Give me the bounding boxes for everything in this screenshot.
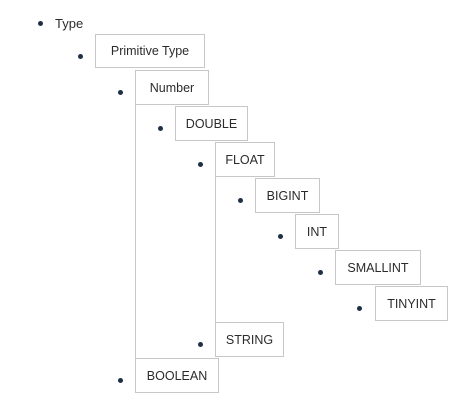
bullet-tinyint [357, 306, 362, 311]
node-tinyint: TINYINT [375, 286, 448, 321]
node-smallint: SMALLINT [335, 250, 421, 285]
node-primitive-type: Primitive Type [95, 34, 205, 68]
number-to-boolean-connector [135, 104, 136, 358]
node-string: STRING [215, 322, 284, 357]
node-number: Number [135, 70, 209, 105]
node-float: FLOAT [215, 142, 275, 177]
bullet-boolean [118, 378, 123, 383]
bullet-double [158, 126, 163, 131]
bullet-number [118, 90, 123, 95]
bullet-smallint [318, 270, 323, 275]
float-to-string-connector [215, 176, 216, 322]
bullet-primitive-type [78, 54, 83, 59]
node-bigint: BIGINT [255, 178, 320, 213]
bullet-type [38, 21, 43, 26]
bullet-bigint [238, 198, 243, 203]
node-boolean: BOOLEAN [135, 358, 219, 393]
node-int: INT [295, 214, 339, 249]
node-double: DOUBLE [175, 106, 248, 141]
type-label: Type [55, 16, 84, 31]
bullet-int [278, 234, 283, 239]
bullet-float [198, 162, 203, 167]
bullet-string [198, 342, 203, 347]
